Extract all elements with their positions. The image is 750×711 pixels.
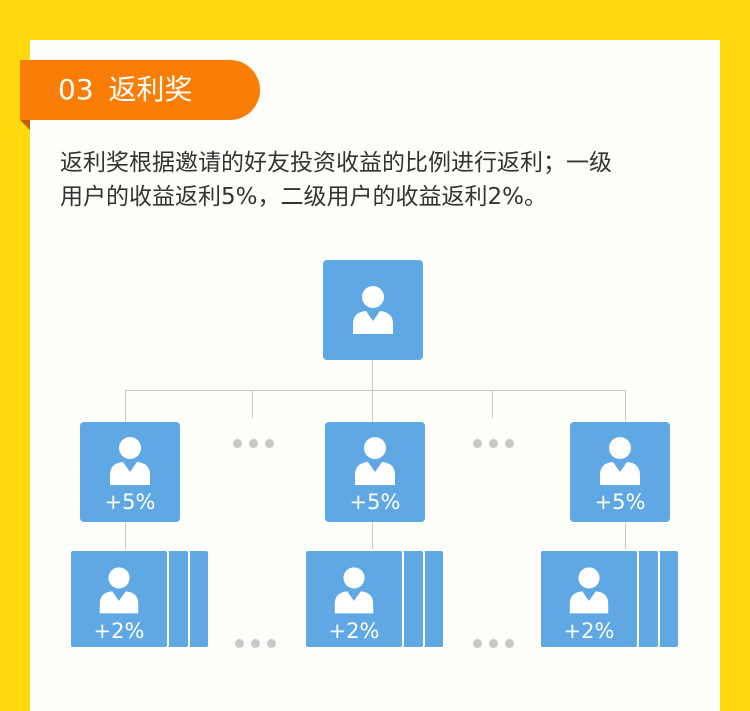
connector-l2-3 [625,522,626,550]
root-user-node [323,260,423,360]
rebate-label: +5% [594,490,646,514]
connector-horizontal [125,390,625,391]
connector-l2-1 [125,522,126,550]
rebate-label: +2% [93,619,145,643]
section-description: 返利奖根据邀请的好友投资收益的比例进行返利；一级 用户的收益返利5%，二级用户的… [60,146,700,214]
user-icon [99,567,139,614]
more-ellipsis [473,433,521,448]
connector-l2-2 [372,522,373,550]
level2-node: +2% [539,549,639,649]
level1-node: +5% [325,422,425,522]
more-ellipsis [235,633,283,648]
section-title: 返利奖 [108,73,193,106]
connector-drop-hidden-2 [492,390,493,418]
more-ellipsis [233,433,281,448]
user-icon [600,437,640,485]
user-icon [355,437,395,485]
level2-node: +2% [69,549,169,649]
more-ellipsis [473,633,521,648]
description-line-1: 返利奖根据邀请的好友投资收益的比例进行返利；一级 [60,150,612,176]
banner-fold [20,120,30,130]
rebate-label: +2% [563,619,615,643]
rebate-label: +5% [104,490,156,514]
connector-drop-1 [125,390,126,422]
section-banner: 03 返利奖 [20,60,260,120]
level1-node: +5% [570,422,670,522]
section-number: 03 [58,73,94,106]
description-line-2: 用户的收益返利5%，二级用户的收益返利2%。 [60,184,547,210]
user-icon [334,567,374,614]
level1-node: +5% [80,422,180,522]
rebate-label: +2% [328,619,380,643]
level2-node: +2% [304,549,404,649]
connector-drop-2 [372,390,373,422]
user-icon [569,567,609,614]
connector-drop-3 [625,390,626,422]
user-icon [353,286,393,334]
connector-root-down [372,360,373,390]
connector-drop-hidden-1 [252,390,253,418]
rebate-label: +5% [349,490,401,514]
user-icon [110,437,150,485]
